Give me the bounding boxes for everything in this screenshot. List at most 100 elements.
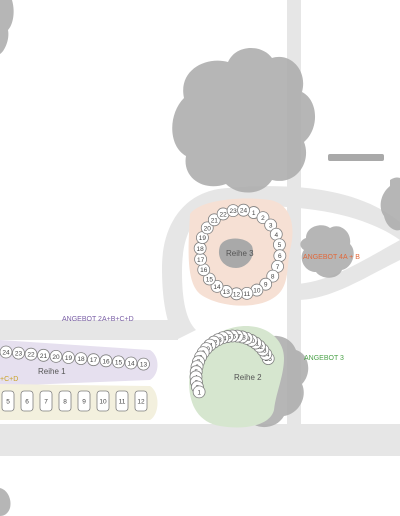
- plot-marker: [200, 221, 214, 235]
- plot-number: 13: [223, 289, 231, 296]
- plot-reihe3-2: 2: [256, 211, 270, 225]
- plot-number: 20: [204, 225, 212, 232]
- plot-urn-5: 5: [1, 390, 15, 412]
- plot-marker: [39, 390, 53, 412]
- plot-number: 16: [200, 267, 208, 274]
- plot-marker: [259, 277, 273, 291]
- tree-medium: [300, 225, 354, 278]
- plot-marker: [137, 357, 150, 371]
- plot-marker: [112, 355, 125, 369]
- plot-marker: [192, 385, 206, 399]
- plot-reihe1-18: 18: [74, 352, 88, 366]
- plot-marker: [96, 390, 110, 412]
- tree-large: [172, 47, 316, 193]
- plot-number: 20: [52, 354, 60, 361]
- plot-marker: [1, 390, 15, 412]
- plot-reihe3-18: 18: [193, 241, 207, 255]
- plot-number: 19: [199, 235, 207, 242]
- loop-path: [162, 186, 400, 340]
- plot-reihe1-16: 16: [99, 354, 113, 368]
- plot-number: 22: [27, 352, 35, 359]
- plot-marker: [74, 352, 88, 366]
- plot-number: 7: [276, 264, 280, 271]
- plot-marker: [237, 203, 250, 217]
- offer-label-angebot-3: ANGEBOT 3: [304, 355, 344, 362]
- plot-marker: [115, 390, 129, 412]
- path-row1: [0, 320, 178, 340]
- plot-reihe1-22: 22: [24, 347, 38, 361]
- plot-number: 24: [240, 208, 248, 215]
- plot-reihe1-21: 21: [37, 348, 50, 362]
- plot-reihe3-11: 11: [240, 286, 254, 300]
- plot-number: 23: [15, 351, 23, 358]
- plot-number: 18: [197, 246, 205, 253]
- plot-number: 6: [278, 253, 282, 260]
- hedges: [328, 154, 384, 161]
- path-east: [296, 240, 400, 300]
- plot-number: 18: [77, 356, 85, 363]
- main-path: [0, 424, 400, 456]
- plot-marker: [124, 356, 138, 370]
- plot-reihe3-24: 24: [237, 203, 250, 217]
- plot-marker: [12, 346, 25, 360]
- plot-reihe3-20: 20: [200, 221, 214, 235]
- plot-marker: [266, 269, 280, 283]
- plot-number: 12: [233, 291, 241, 298]
- plot-reihe2-1: 1: [192, 385, 206, 399]
- plot-reihe3-17: 17: [194, 252, 208, 266]
- plot-marker: [37, 348, 50, 362]
- plot-reihe3-6: 6: [273, 249, 287, 263]
- plot-urn-11: 11: [115, 390, 129, 412]
- offer-label-angebot-2: ANGEBOT 2A+B+C+D: [62, 316, 134, 323]
- plot-number: 14: [213, 284, 221, 291]
- tree-east: [380, 177, 400, 231]
- plot-reihe3-5: 5: [272, 238, 286, 252]
- plot-marker: [99, 354, 113, 368]
- plot-reihe3-9: 9: [259, 277, 273, 291]
- plot-number: 10: [253, 288, 261, 295]
- plot-number: 22: [220, 211, 228, 218]
- plot-number: 1: [252, 210, 256, 217]
- tree-center: [218, 238, 253, 268]
- plot-number: 5: [6, 399, 10, 406]
- plot-marker: [49, 349, 63, 363]
- plot-number: 2: [261, 215, 265, 222]
- row-label-reihe-1: Reihe 1: [38, 367, 66, 376]
- plot-marker: [58, 390, 72, 412]
- plot-urn-10: 10: [96, 390, 110, 412]
- plot-reihe1-23: 23: [12, 346, 25, 360]
- plot-number: 14: [127, 361, 135, 368]
- plot-marker: [264, 218, 278, 232]
- plot-reihe3-14: 14: [210, 279, 224, 293]
- plot-reihe1-17: 17: [87, 353, 100, 367]
- plot-reihe3-22: 22: [216, 207, 230, 221]
- plot-number: 17: [90, 357, 98, 364]
- plot-number: 6: [25, 399, 29, 406]
- plot-marker: [0, 345, 13, 359]
- plot-number: 21: [40, 353, 48, 360]
- plot-number: 5: [278, 242, 282, 249]
- plot-urn-8: 8: [58, 390, 72, 412]
- plot-marker: [210, 279, 224, 293]
- plot-reihe3-15: 15: [202, 272, 216, 286]
- row-label-reihe-2: Reihe 2: [234, 373, 262, 382]
- labels: Reihe 1 Reihe 3 Reihe 2 ANGEBOT 2A+B+C+D…: [0, 249, 360, 383]
- plot-number: 10: [99, 399, 107, 406]
- plot-number: 23: [229, 208, 237, 215]
- plot-number: 13: [140, 362, 148, 369]
- row-label-reihe-3: Reihe 3: [226, 249, 254, 258]
- plot-reihe3-16: 16: [197, 263, 211, 277]
- plot-number: 15: [115, 359, 123, 366]
- paths: [0, 0, 400, 456]
- plot-number: 11: [119, 399, 126, 406]
- plot-number: 21: [211, 217, 219, 224]
- plot-reihe1-20: 20: [49, 349, 63, 363]
- plot-number: 17: [197, 257, 205, 264]
- plot-reihe1-15: 15: [112, 355, 125, 369]
- plot-number: 7: [44, 399, 48, 406]
- plot-number: 9: [82, 399, 86, 406]
- plot-number: 19: [65, 355, 73, 362]
- plot-number: 9: [264, 282, 268, 289]
